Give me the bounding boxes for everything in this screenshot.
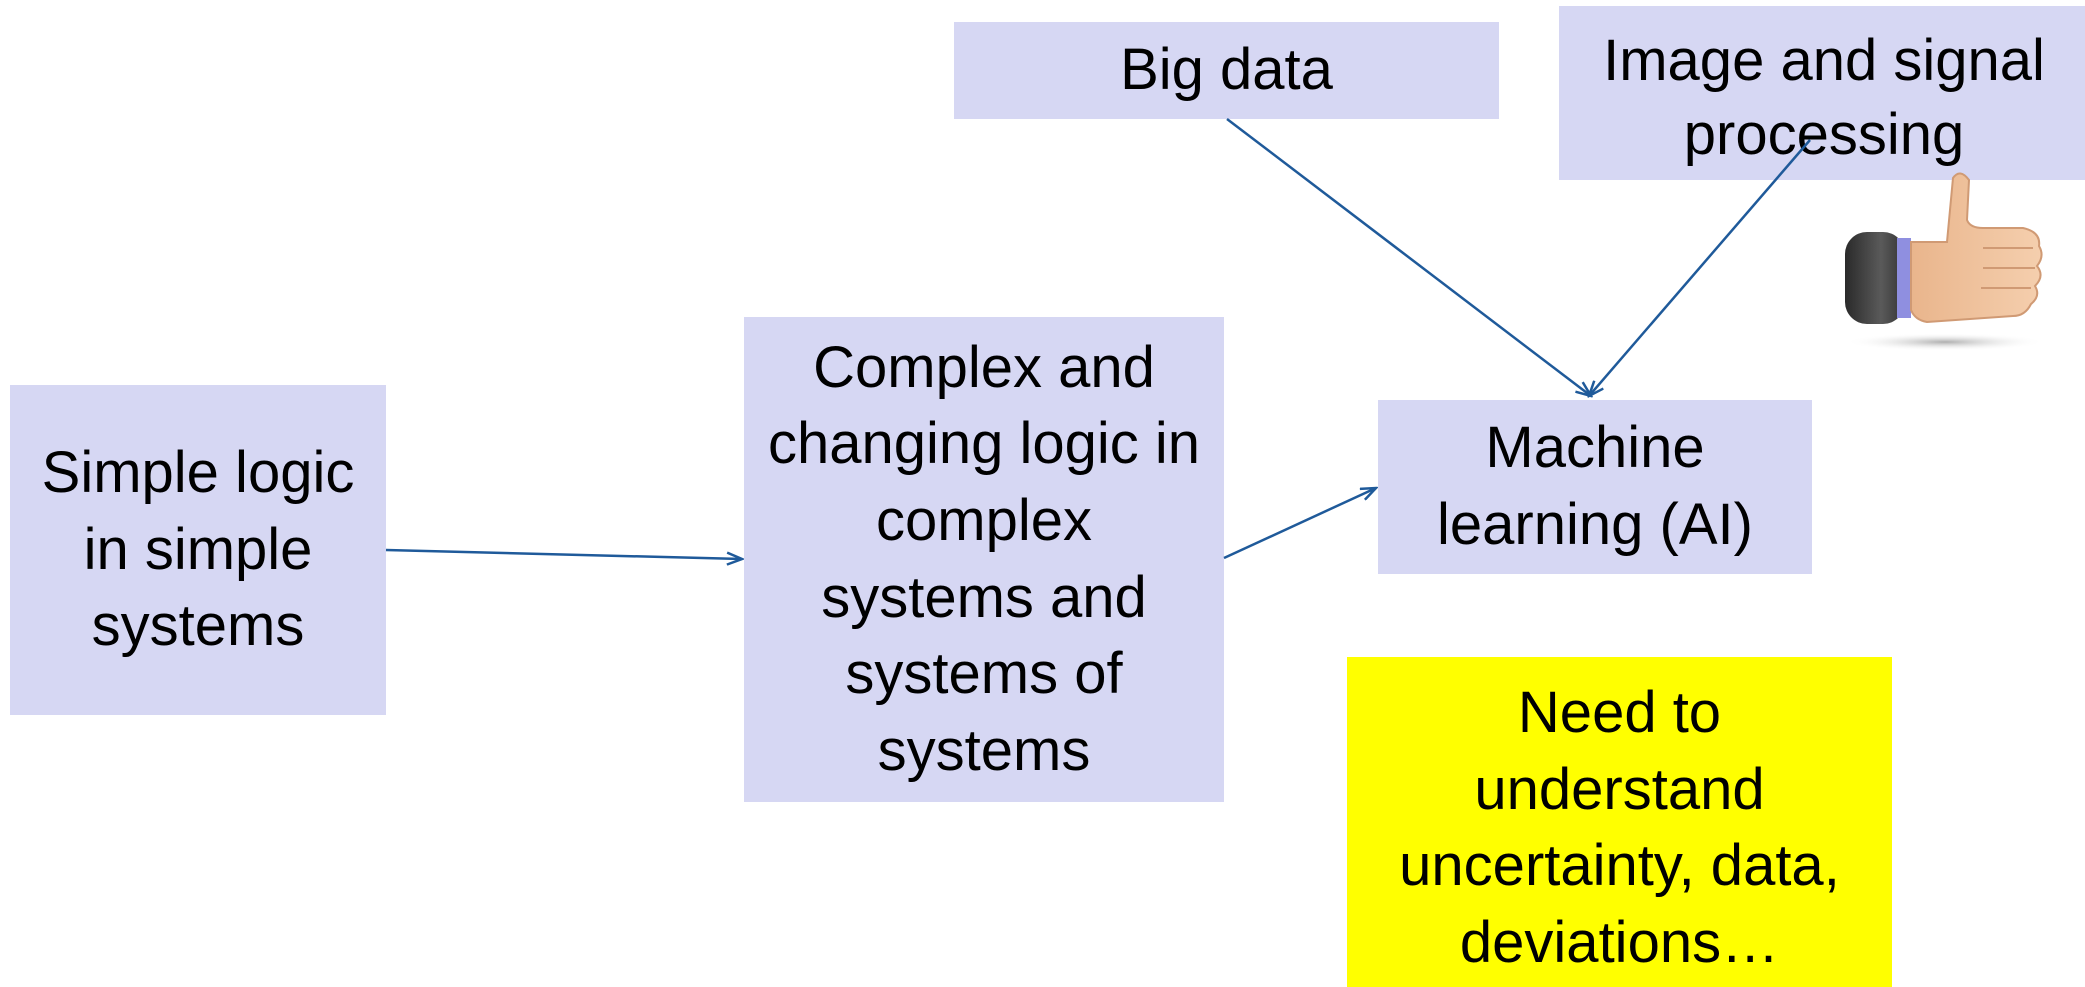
complex-logic-text: Complex and changing logic in complex sy… <box>767 334 1201 783</box>
arrow-bigdata-to-ml <box>1226 118 1591 396</box>
image-signal-text: Image and signal processing <box>1603 28 2045 168</box>
node-big-data: Big data <box>954 22 1499 119</box>
node-simple-logic: Simple logic in simple systems <box>10 385 386 715</box>
machine-learning-text: Machine learning (AI) <box>1437 415 1753 557</box>
node-machine-learning-label: Machine learning (AI) <box>1378 410 1812 563</box>
node-image-signal-processing: Image and signal processing <box>1559 6 2085 180</box>
node-complex-logic-label: Complex and changing logic in complex sy… <box>744 330 1224 789</box>
node-simple-logic-label: Simple logic in simple systems <box>10 435 386 665</box>
simple-logic-text: Simple logic in simple systems <box>41 440 355 659</box>
node-complex-logic: Complex and changing logic in complex sy… <box>744 317 1224 802</box>
arrow-simple-to-complex <box>385 548 742 559</box>
thumbs-up-icon <box>1845 172 2045 351</box>
node-image-signal-label: Image and signal processing <box>1559 24 2085 172</box>
node-need-to-understand: Need to understand uncertainty, data, de… <box>1347 657 1892 987</box>
arrow-complex-to-ml <box>1223 488 1376 560</box>
node-big-data-label: Big data <box>1120 37 1333 103</box>
need-to-understand-text: Need to understand uncertainty, data, de… <box>1399 680 1840 975</box>
node-machine-learning: Machine learning (AI) <box>1378 400 1812 574</box>
node-need-to-understand-label: Need to understand uncertainty, data, de… <box>1347 675 1892 981</box>
